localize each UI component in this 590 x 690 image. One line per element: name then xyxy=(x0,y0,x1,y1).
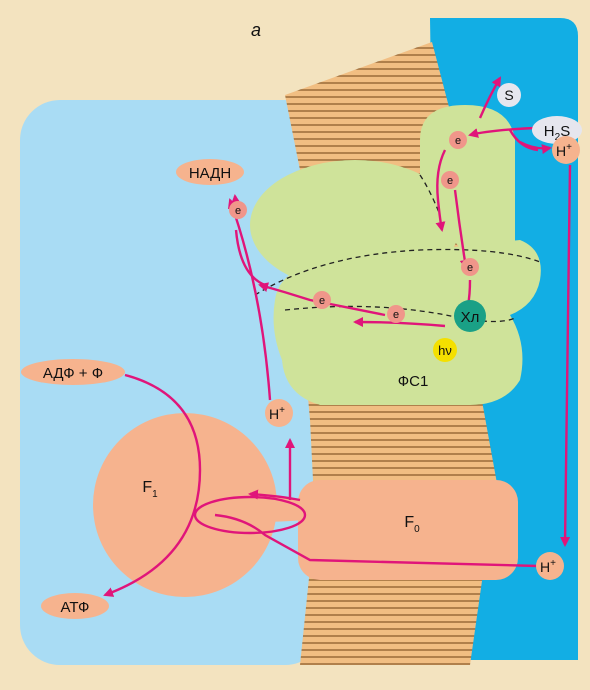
svg-text:e: e xyxy=(467,262,473,274)
svg-text:e: e xyxy=(447,175,453,187)
electron-e4: e xyxy=(387,305,405,323)
electron-e2: e xyxy=(441,171,459,189)
svg-text:hν: hν xyxy=(438,343,452,358)
adp-pill: АДФ + Ф xyxy=(21,359,125,385)
proton-mid: H+ xyxy=(265,399,293,427)
photon-marker: hν xyxy=(433,338,457,362)
svg-text:e: e xyxy=(455,135,461,147)
electron-e1: e xyxy=(449,131,467,149)
nadh-pill: НАДН xyxy=(176,159,244,185)
electron-e5: e xyxy=(313,291,331,309)
electron-e3: e xyxy=(461,258,479,276)
sulfur-label: S xyxy=(497,83,521,107)
figure-label: а xyxy=(251,20,261,40)
proton-top: H+ xyxy=(552,136,580,164)
svg-text:АДФ + Ф: АДФ + Ф xyxy=(43,365,103,382)
svg-text:НАДН: НАДН xyxy=(189,165,231,182)
svg-text:S: S xyxy=(504,87,513,103)
svg-text:АТФ: АТФ xyxy=(61,599,90,616)
svg-text:e: e xyxy=(235,205,241,217)
svg-text:e: e xyxy=(319,295,325,307)
proton-bottom: H+ xyxy=(536,552,564,580)
svg-text:e: e xyxy=(393,309,399,321)
photosystem-label: ФС1 xyxy=(398,373,429,390)
chlorophyll-marker: Хл xyxy=(454,300,486,332)
electron-e6: e xyxy=(229,201,247,219)
atp-pill: АТФ xyxy=(41,593,109,619)
svg-text:Хл: Хл xyxy=(461,309,480,326)
